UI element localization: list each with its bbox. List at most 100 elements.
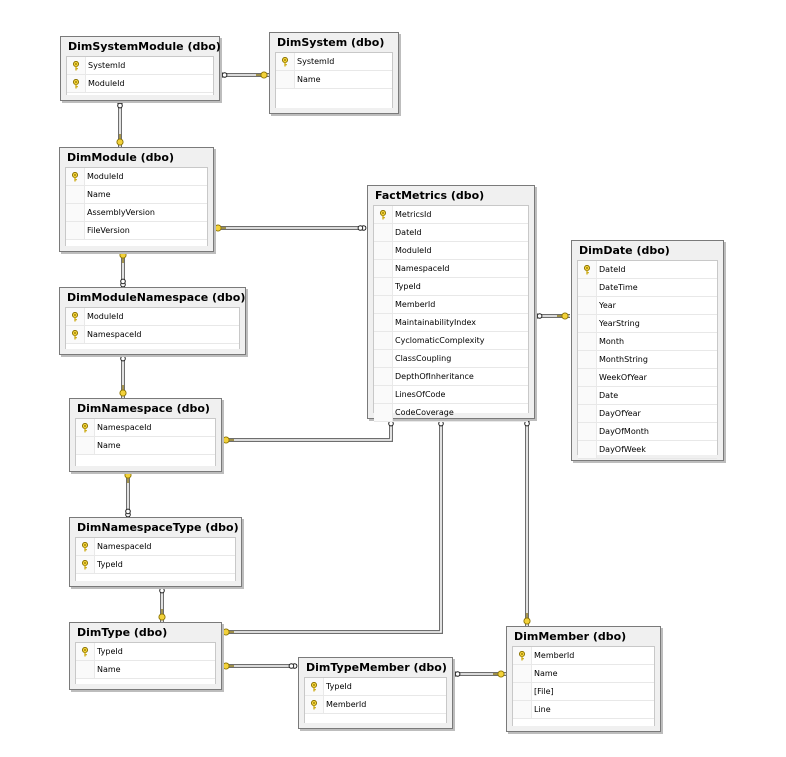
column-row[interactable]: TypeId — [374, 278, 528, 296]
column-name: DepthOfInheritance — [395, 372, 474, 381]
column-row[interactable]: TypeId — [76, 643, 215, 661]
row-selector — [578, 261, 597, 278]
column-row[interactable]: MemberId — [374, 296, 528, 314]
key-icon — [81, 647, 89, 657]
column-name: Name — [97, 665, 121, 674]
column-row[interactable]: DateTime — [578, 279, 717, 297]
column-row[interactable]: Name — [513, 665, 654, 683]
column-name: MemberId — [326, 700, 367, 709]
column-row[interactable]: LinesOfCode — [374, 386, 528, 404]
column-row[interactable]: CyclomaticComplexity — [374, 332, 528, 350]
column-row[interactable]: MemberId — [305, 696, 446, 714]
relationship-factmetrics-date[interactable] — [533, 312, 570, 320]
column-row[interactable]: NamespaceId — [374, 260, 528, 278]
column-row[interactable]: Name — [76, 437, 215, 455]
table-title: DimMember (dbo) — [514, 630, 627, 643]
relationship-modulenamespace-module[interactable] — [119, 250, 127, 288]
column-row[interactable]: MonthString — [578, 351, 717, 369]
column-row[interactable]: CodeCoverage — [374, 404, 528, 422]
column-row[interactable]: DayOfWeek — [578, 441, 717, 459]
relationship-systemmodule-module[interactable] — [116, 99, 124, 147]
column-row[interactable]: DateId — [578, 261, 717, 279]
relationship-typemember-member[interactable] — [451, 670, 506, 678]
column-row[interactable]: Line — [513, 701, 654, 719]
column-row[interactable]: NamespaceId — [76, 538, 235, 556]
row-selector — [305, 696, 324, 713]
relationship-namespacetype-namespace[interactable] — [124, 470, 132, 518]
column-row[interactable]: [File] — [513, 683, 654, 701]
column-row[interactable]: Month — [578, 333, 717, 351]
one-end-key-icon — [119, 251, 127, 263]
column-row[interactable]: ClassCoupling — [374, 350, 528, 368]
column-row[interactable]: ModuleId — [66, 308, 239, 326]
relationship-factmetrics-type[interactable] — [221, 417, 444, 636]
key-icon — [71, 312, 79, 322]
column-name: DateTime — [599, 283, 638, 292]
column-name: TypeId — [326, 682, 352, 691]
column-name: ClassCoupling — [395, 354, 452, 363]
column-row[interactable]: YearString — [578, 315, 717, 333]
row-selector — [76, 437, 95, 454]
row-selector — [578, 369, 597, 386]
row-selector — [374, 224, 393, 241]
column-row[interactable]: Date — [578, 387, 717, 405]
relationship-factmetrics-member[interactable] — [523, 417, 531, 626]
column-name: NamespaceId — [395, 264, 450, 273]
column-row[interactable]: ModuleId — [374, 242, 528, 260]
column-row[interactable]: Name — [276, 71, 392, 89]
relationship-typemember-type[interactable] — [221, 662, 298, 670]
row-selector — [67, 75, 86, 92]
column-row[interactable]: NamespaceId — [76, 419, 215, 437]
column-row[interactable]: AssemblyVersion — [66, 204, 207, 222]
column-row[interactable]: SystemId — [276, 53, 392, 71]
column-row[interactable]: DayOfYear — [578, 405, 717, 423]
row-selector — [76, 538, 95, 555]
column-row[interactable]: Name — [76, 661, 215, 679]
relationship-factmetrics-namespace[interactable] — [221, 417, 394, 444]
column-row[interactable]: ModuleId — [66, 168, 207, 186]
one-end-key-icon — [557, 312, 569, 320]
column-row[interactable]: NamespaceId — [66, 326, 239, 344]
relationship-systemmodule-system[interactable] — [218, 71, 269, 79]
column-row[interactable]: Name — [66, 186, 207, 204]
relationship-factmetrics-module[interactable] — [213, 224, 367, 232]
row-selector — [374, 368, 393, 385]
column-name: SystemId — [297, 57, 335, 66]
column-row[interactable]: DepthOfInheritance — [374, 368, 528, 386]
column-name: CyclomaticComplexity — [395, 336, 485, 345]
column-row[interactable]: MaintainabilityIndex — [374, 314, 528, 332]
column-row[interactable]: WeekOfYear — [578, 369, 717, 387]
relationship-modulenamespace-namespace[interactable] — [119, 352, 127, 398]
many-end-infinity-icon — [120, 278, 126, 288]
column-row[interactable]: Year — [578, 297, 717, 315]
column-row[interactable]: SystemId — [67, 57, 213, 75]
column-row[interactable]: DateId — [374, 224, 528, 242]
column-row[interactable]: ModuleId — [67, 75, 213, 93]
column-row[interactable]: TypeId — [76, 556, 235, 574]
relationship-namespacetype-type[interactable] — [158, 584, 166, 622]
column-row[interactable]: MemberId — [513, 647, 654, 665]
column-name: DayOfYear — [599, 409, 641, 418]
column-row[interactable]: DayOfMonth — [578, 423, 717, 441]
column-row[interactable]: MetricsId — [374, 206, 528, 224]
row-selector — [374, 404, 393, 421]
table-title: DimSystemModule (dbo) — [68, 40, 221, 53]
column-row[interactable]: TypeId — [305, 678, 446, 696]
column-row[interactable]: FileVersion — [66, 222, 207, 240]
one-end-key-icon — [222, 662, 234, 670]
